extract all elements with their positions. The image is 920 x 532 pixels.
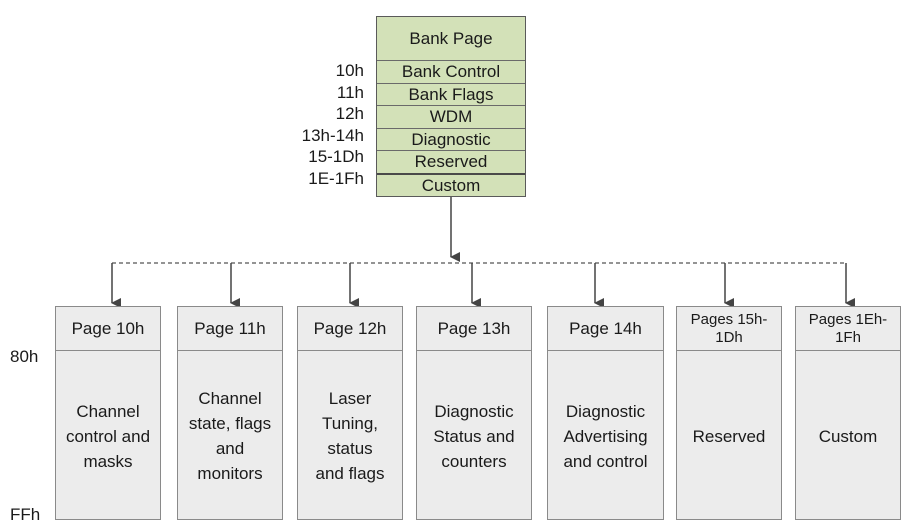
range-start-label: 80h [10, 347, 39, 366]
pages-15h-1dh-box: Pages 15h-1Dh Reserved [676, 306, 782, 520]
page-title: Page 13h [417, 307, 531, 351]
page-title: Page 14h [548, 307, 663, 351]
range-end-label: FFh [10, 505, 41, 524]
bank-row-offset: 13h-14h [301, 125, 364, 145]
page-13h-box: Page 13h Diagnostic Status and counters [416, 306, 532, 520]
bank-page-title: Bank Page [377, 17, 525, 61]
pages-1eh-1fh-box: Pages 1Eh-1Fh Custom [795, 306, 901, 520]
page-title: Pages 1Eh-1Fh [796, 307, 900, 351]
page-14h-box: Page 14h Diagnostic Advertising and cont… [547, 306, 664, 520]
page-title: Page 10h [56, 307, 160, 351]
bank-row-label: Custom [421, 175, 481, 195]
page-description: Diagnostic Advertising and control [563, 401, 648, 471]
bank-row-offset: 10h [335, 61, 364, 80]
page-title: Pages 15h-1Dh [677, 307, 781, 351]
bank-row-label: WDM [377, 106, 525, 129]
bank-row-label: Bank Control [377, 61, 525, 84]
bank-row-label: Bank Flags [377, 84, 525, 106]
page-description: Channel control and masks [65, 401, 151, 471]
page-description: Custom [818, 426, 878, 446]
page-title: Page 11h [178, 307, 282, 351]
page-description: Laser Tuning, status and flags [315, 389, 385, 483]
page-title: Page 12h [298, 307, 402, 351]
bank-row-offset: 12h [335, 104, 364, 123]
bank-row-offset: 11h [336, 82, 364, 102]
page-10h-box: Page 10h Channel control and masks [55, 306, 161, 520]
page-description: Diagnostic Status and counters [433, 401, 515, 471]
page-11h-box: Page 11h Channel state, flags and monito… [177, 306, 283, 520]
bank-row-offset: 15-1Dh [308, 147, 364, 166]
bank-row-label: Reserved [377, 151, 525, 175]
page-description: Reserved [692, 426, 766, 446]
bank-row-label: Diagnostic [377, 129, 525, 151]
page-description: Channel state, flags and monitors [188, 389, 272, 483]
bank-offset-column: 10h 11h 12h 13h-14h 15-1Dh 1E-1Fh [264, 60, 364, 190]
bank-page-table: Bank Page Bank Control Bank Flags WDM Di… [376, 16, 526, 197]
bank-row-offset: 1E-1Fh [308, 169, 364, 188]
page-12h-box: Page 12h Laser Tuning, status and flags [297, 306, 403, 520]
